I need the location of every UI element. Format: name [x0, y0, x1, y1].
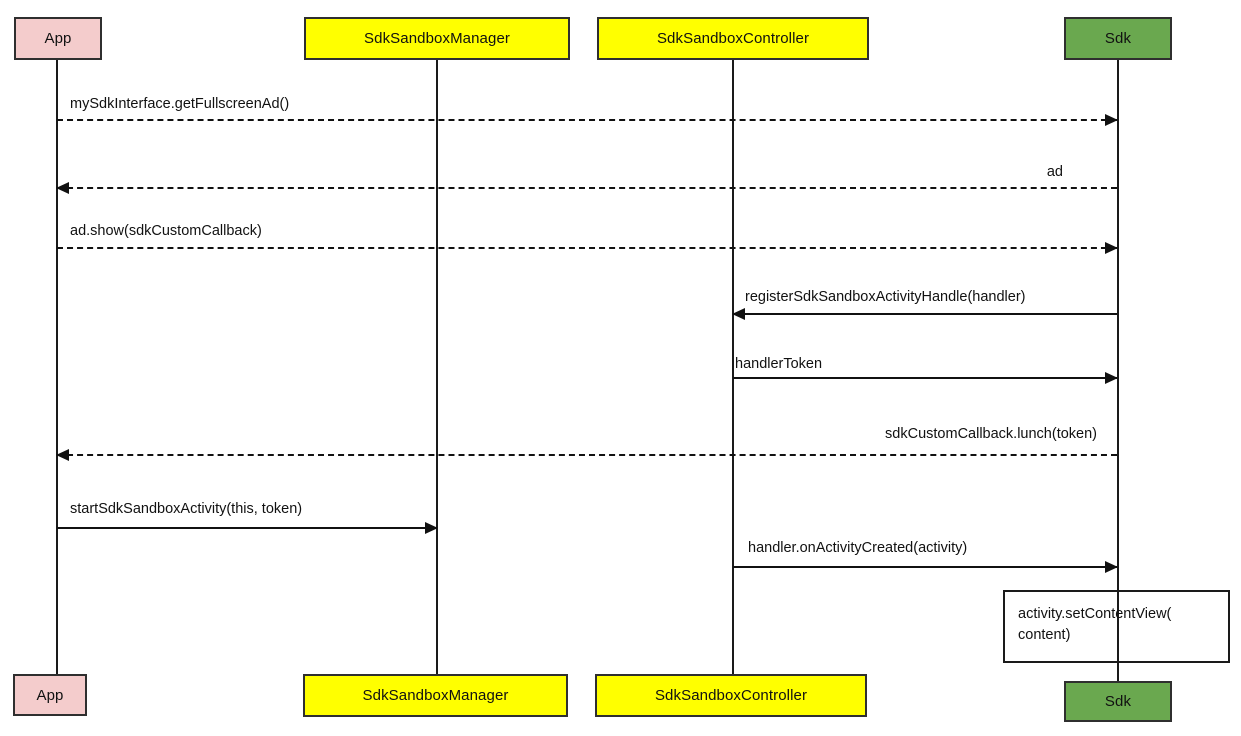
message-label: registerSdkSandboxActivityHandle(handler…	[745, 289, 1026, 305]
actor-label: App	[44, 30, 72, 47]
message-label: startSdkSandboxActivity(this, token)	[70, 501, 303, 517]
actor-label: SdkSandboxController	[654, 687, 808, 704]
message-label: sdkCustomCallback.lunch(token)	[885, 426, 1097, 442]
message-label: mySdkInterface.getFullscreenAd()	[70, 96, 290, 112]
actor-label: SdkSandboxController	[656, 30, 810, 47]
arrowhead-left-icon	[732, 308, 745, 320]
arrowhead-right-icon	[1105, 114, 1118, 126]
actor-box-app-top: App	[14, 17, 102, 60]
actor-label: App	[36, 686, 64, 704]
actor-box-controller-top: SdkSandboxController	[597, 17, 869, 60]
actor-label: SdkSandboxManager	[364, 30, 510, 47]
arrowhead-right-icon	[425, 522, 438, 534]
message-label: handlerToken	[735, 356, 823, 372]
lifeline-sdk	[1117, 60, 1119, 681]
actor-box-sdk-bottom: Sdk	[1064, 681, 1172, 722]
note-line-1: activity.setContentView(	[1018, 606, 1172, 622]
message-label: ad.show(sdkCustomCallback)	[70, 223, 262, 239]
lifeline-controller	[732, 60, 734, 674]
lifeline-app	[56, 60, 58, 674]
actor-box-manager-top: SdkSandboxManager	[304, 17, 570, 60]
arrowhead-right-icon	[1105, 242, 1118, 254]
actor-box-controller-bottom: SdkSandboxController	[595, 674, 867, 717]
arrowhead-right-icon	[1105, 372, 1118, 384]
lifeline-manager	[436, 60, 438, 674]
arrowhead-left-icon	[56, 449, 69, 461]
actor-label: SdkSandboxManager	[362, 687, 509, 704]
arrowhead-right-icon	[1105, 561, 1118, 573]
actor-box-app-bottom: App	[13, 674, 87, 716]
arrowhead-left-icon	[56, 182, 69, 194]
message-label: ad	[1046, 164, 1063, 180]
actor-box-sdk-top: Sdk	[1064, 17, 1172, 60]
actor-label: Sdk	[1104, 693, 1132, 710]
actor-box-manager-bottom: SdkSandboxManager	[303, 674, 568, 717]
note-line-2: content)	[1018, 627, 1071, 643]
note-box: activity.setContentView( content)	[1003, 590, 1230, 663]
message-label: handler.onActivityCreated(activity)	[748, 540, 968, 556]
actor-label: Sdk	[1104, 30, 1132, 47]
